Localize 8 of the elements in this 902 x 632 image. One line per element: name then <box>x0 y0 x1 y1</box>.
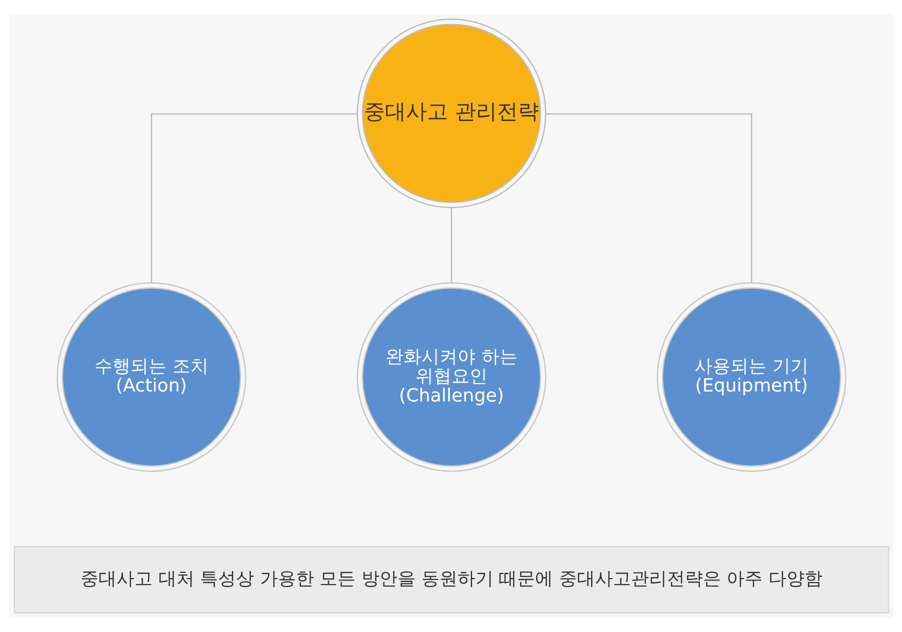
node-circle: 사용되는 기기 (Equipment) <box>656 282 846 472</box>
node-box: 중대사고 대처 특성상 가용한 모든 방안을 동원하기 때문에 중대사고관리전략은 아주 다양함 <box>13 546 889 614</box>
connector <box>150 113 356 283</box>
node-circle: 수행되는 조치 (Action) <box>56 282 246 472</box>
node-circle: 완화시켜야 하는 위협요인 (Challenge) <box>356 282 546 472</box>
node-circle: 중대사고 관리전략 <box>356 18 546 208</box>
connector <box>546 113 752 283</box>
connector <box>450 208 452 283</box>
